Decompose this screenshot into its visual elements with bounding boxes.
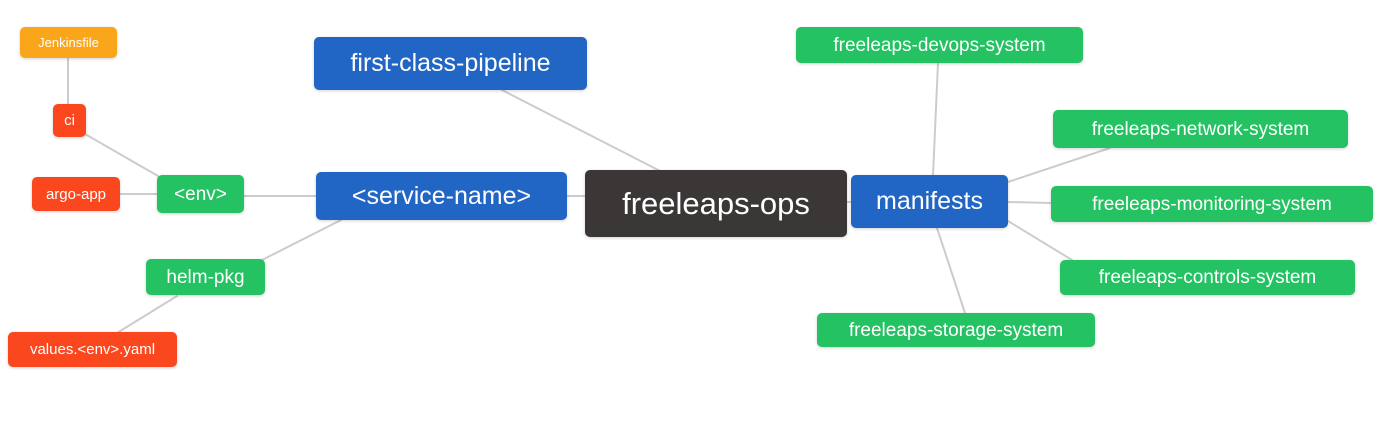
node-freeleaps-storage-system[interactable]: freeleaps-storage-system: [817, 313, 1095, 347]
node-manifests[interactable]: manifests: [851, 175, 1008, 228]
node-label-helm-pkg: helm-pkg: [166, 266, 245, 288]
edge-helm-pkg-to-service-name: [261, 219, 342, 261]
node-freeleaps-controls-system[interactable]: freeleaps-controls-system: [1060, 260, 1355, 295]
edge-manifests-to-freeleaps-controls-system: [1007, 220, 1073, 261]
node-label-freeleaps-ops: freeleaps-ops: [622, 186, 810, 221]
node-label-freeleaps-storage-system: freeleaps-storage-system: [848, 319, 1064, 341]
node-label-env: <env>: [174, 183, 227, 205]
node-freeleaps-ops[interactable]: freeleaps-ops: [585, 170, 847, 237]
node-label-freeleaps-network-system: freeleaps-network-system: [1091, 118, 1310, 140]
node-label-argo-app: argo-app: [45, 185, 107, 203]
node-label-manifests: manifests: [876, 187, 983, 215]
edge-values-env-yaml-to-helm-pkg: [116, 295, 178, 334]
node-first-class-pipeline[interactable]: first-class-pipeline: [314, 37, 587, 90]
edge-manifests-to-freeleaps-network-system: [1007, 147, 1111, 183]
node-freeleaps-devops-system[interactable]: freeleaps-devops-system: [796, 27, 1083, 63]
node-ci[interactable]: ci: [53, 104, 86, 137]
node-label-freeleaps-monitoring-system: freeleaps-monitoring-system: [1092, 193, 1332, 215]
node-freeleaps-network-system[interactable]: freeleaps-network-system: [1053, 110, 1348, 148]
edge-manifests-to-freeleaps-devops-system: [932, 62, 939, 176]
node-service-name[interactable]: <service-name>: [316, 172, 567, 220]
edge-manifests-to-freeleaps-storage-system: [936, 227, 966, 314]
node-values-env-yaml[interactable]: values.<env>.yaml: [8, 332, 177, 367]
node-helm-pkg[interactable]: helm-pkg: [146, 259, 265, 295]
node-label-values-env-yaml: values.<env>.yaml: [29, 341, 156, 358]
node-label-first-class-pipeline: first-class-pipeline: [350, 49, 551, 77]
edge-manifests-to-freeleaps-monitoring-system: [1007, 201, 1052, 204]
node-argo-app[interactable]: argo-app: [32, 177, 120, 211]
node-label-freeleaps-devops-system: freeleaps-devops-system: [833, 34, 1046, 56]
edge-ci-to-env: [84, 133, 159, 177]
edge-first-class-pipeline-to-freeleaps-ops: [501, 89, 663, 173]
node-env[interactable]: <env>: [157, 175, 244, 213]
node-label-service-name: <service-name>: [351, 181, 532, 210]
node-freeleaps-monitoring-system[interactable]: freeleaps-monitoring-system: [1051, 186, 1373, 222]
node-label-jenkinsfile: Jenkinsfile: [38, 35, 99, 50]
node-label-ci: ci: [64, 112, 75, 129]
node-jenkinsfile[interactable]: Jenkinsfile: [20, 27, 117, 58]
node-label-freeleaps-controls-system: freeleaps-controls-system: [1098, 267, 1317, 288]
